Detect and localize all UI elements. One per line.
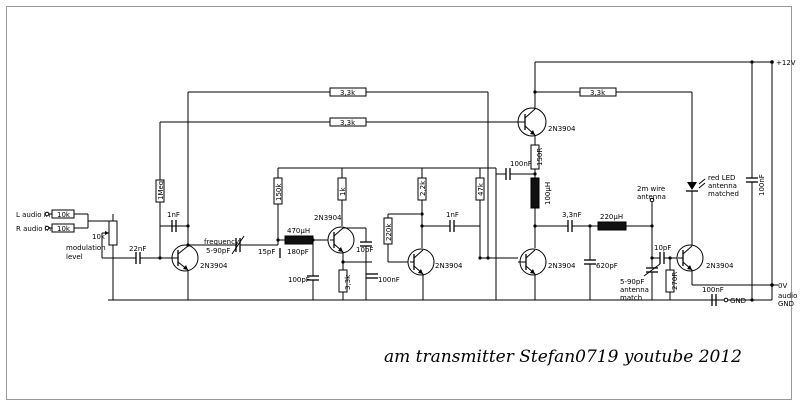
label-c-10pf-b: 10pF	[654, 244, 671, 252]
transistor-q5: 2N3904	[518, 248, 576, 300]
transistor-q4: 2N3904	[517, 103, 576, 145]
label-q6: 2N3904	[706, 262, 734, 270]
audio-inputs: L audio in R audio in 10k 10k	[16, 209, 113, 233]
label-r-l: 10k	[57, 211, 71, 219]
label-q5: 2N3904	[548, 262, 576, 270]
cap-100nf-b: 100nF	[496, 160, 535, 180]
cap-10pf-a: 10pF	[343, 227, 373, 300]
supply-rail: +12V	[534, 59, 796, 287]
red-led: red LED antenna matched	[686, 174, 739, 248]
label-r-3k3: 3,3k	[344, 274, 352, 290]
label-l-220: 220µH	[600, 213, 623, 221]
r-220k: 220k	[383, 213, 420, 263]
label-audio-gnd-2: GND	[778, 300, 794, 308]
label-c-10pf-a: 10pF	[356, 246, 373, 254]
label-r-in: R audio in	[16, 225, 51, 233]
r-3k3: 3,3k	[338, 269, 352, 300]
label-r-150k: 150k	[275, 183, 283, 201]
label-mod-1: modulation	[66, 244, 106, 252]
r-1k: 1k	[337, 168, 347, 226]
cap-100pf: 100pF	[288, 240, 319, 300]
cap-1nf-b: 1nF	[422, 211, 480, 232]
label-q3: 2N3904	[435, 262, 463, 270]
r-150r: 150R	[530, 144, 544, 178]
cap-100nf-a: 100nF	[343, 261, 400, 284]
label-supply: +12V	[776, 59, 796, 67]
inductor-100uh: 100µH	[530, 177, 552, 248]
diagram-frame	[6, 6, 792, 400]
label-c-1nf-b: 1nF	[446, 211, 459, 219]
label-r-220k: 220k	[385, 223, 393, 241]
r-2k2: 2,2k	[417, 168, 427, 248]
cap-100nf-c: 100nF GND	[692, 286, 746, 306]
label-c-620: 620pF	[596, 262, 618, 270]
label-match-3: match	[620, 294, 642, 302]
match-trimmer: 5-90pF antenna match	[620, 258, 661, 302]
label-r-top1: 3,3k	[340, 89, 356, 97]
label-c-22nf: 22nF	[129, 245, 146, 253]
frequency-trimmer: frequency 5-90pF	[188, 235, 278, 255]
label-c-100nf-c: 100nF	[702, 286, 724, 294]
r-150k: 150k	[273, 168, 283, 245]
label-r-1k: 1k	[339, 187, 347, 196]
label-c-1nf-a: 1nF	[167, 211, 180, 219]
label-led-2: antenna	[708, 182, 737, 190]
label-freq-2: 5-90pF	[206, 247, 230, 255]
label-r-top2: 3,3k	[340, 119, 356, 127]
cap-22nf: 22nF	[128, 245, 172, 264]
label-r-2k2: 2,2k	[419, 180, 427, 196]
cap-10pf-b: 10pF	[652, 244, 678, 264]
transistor-q1: 2N3904	[171, 244, 228, 300]
r-270r: 270R	[665, 258, 679, 300]
label-r-47k: 47k	[477, 182, 485, 196]
label-l-100: 100µH	[544, 182, 552, 205]
antenna: 2m wire antenna	[637, 185, 666, 258]
label-r-150r: 150R	[536, 148, 544, 166]
label-match-1: 5-90pF	[620, 278, 644, 286]
label-led-1: red LED	[708, 174, 735, 182]
label-ant-1: 2m wire	[637, 185, 665, 193]
label-pot: 10k	[92, 233, 106, 241]
transistor-q3: 2N3904	[407, 248, 463, 300]
inductor-220uh: 220µH	[597, 213, 652, 231]
transistor-q6: 2N3904	[676, 244, 772, 286]
label-c-180pf: 180pF	[287, 248, 309, 256]
modulation-pot: 10k modulation level	[66, 214, 128, 300]
label-c-100nf-d: 100nF	[758, 174, 766, 196]
cap-100nf-decoupling: 100nF	[746, 62, 766, 300]
label-audio-gnd-1: audio	[778, 292, 797, 300]
label-c-100pf: 100pF	[288, 276, 310, 284]
label-r-270r: 270R	[671, 272, 679, 290]
label-gnd: GND	[730, 297, 746, 305]
ground-rail: 0V audio GND	[108, 282, 797, 308]
junction-dots	[158, 60, 754, 302]
label-match-2: antenna	[620, 286, 649, 294]
diagram-title: am transmitter Stefan0719 youtube 2012	[384, 347, 742, 367]
transistor-q2: 2N3904	[314, 214, 355, 270]
label-l-470: 470µH	[287, 227, 310, 235]
label-q1: 2N3904	[200, 262, 228, 270]
label-ground: 0V	[778, 282, 787, 290]
r-1meg: 1Meg 1nF	[155, 179, 188, 258]
label-r-1meg: 1Meg	[157, 181, 165, 200]
bias-wires: 3,3k 3,3k 3,3k	[159, 87, 693, 258]
label-q2: 2N3904	[314, 214, 342, 222]
inductor-470uh: 470µH	[278, 227, 330, 245]
r-47k: 47k	[475, 168, 518, 259]
label-r-r: 10k	[57, 225, 71, 233]
label-led-3: matched	[708, 190, 739, 198]
cap-3n3: 3,3nF	[535, 211, 598, 232]
label-mod-2: level	[66, 253, 83, 261]
label-c-3n3: 3,3nF	[562, 211, 582, 219]
label-c-15pf: 15pF	[258, 248, 275, 256]
cap-620pf: 620pF	[584, 226, 618, 300]
label-ant-2: antenna	[637, 193, 666, 201]
label-freq-1: frequency	[204, 238, 239, 246]
label-q4: 2N3904	[548, 125, 576, 133]
label-c-100nf-b: 100nF	[510, 160, 532, 168]
label-c-100nf-a: 100nF	[378, 276, 400, 284]
label-l-in: L audio in	[16, 211, 50, 219]
label-r-top3: 3,3k	[590, 89, 606, 97]
